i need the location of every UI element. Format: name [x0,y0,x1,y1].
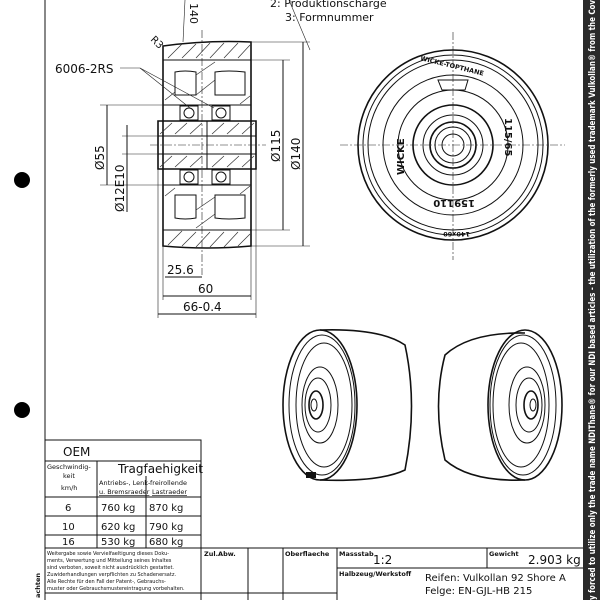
bearing-label: 6006-2RS [55,62,113,76]
face-view [340,32,565,260]
col-driven-1: Antriebs-, Lenk- [99,479,151,487]
col-free-2: Lastraeder [152,488,187,496]
massstab-value: 1:2 [373,553,392,567]
row-speed: 16 [62,537,75,548]
row-free: 790 kg [149,522,183,533]
dia-55-label: Ø55 [93,145,107,170]
iso-view-left [282,328,413,482]
zul-abw-label: Zul.Abw. [204,550,236,558]
notice-line: ments, Verwertung und Mitteilung seines … [47,558,172,564]
notice-line: sind verboten, soweit nicht ausdrücklich… [47,565,174,571]
werkstoff-label: Halbzeug/Werkstoff [339,570,412,578]
notice-banner-text: y forced to utilize only the trade name … [588,0,598,600]
dia-140-label: Ø140 [289,138,303,170]
title-block [45,547,583,600]
row-speed: 6 [65,503,71,514]
punch-hole [14,172,30,188]
row-driven: 760 kg [101,503,135,514]
dia-115-label: Ø115 [269,130,283,162]
notice-line: Weitergabe sowie Vervielfaeltigung diese… [47,551,169,557]
oberflaeche-label: Oberflaeche [285,550,330,558]
face-tire-size: 140x60 [443,230,470,238]
felge-value: Felge: EN-GJL-HB 215 [425,586,532,597]
reifen-value: Reifen: Vulkollan 92 Shore A [425,573,566,584]
side-fragment: achten [34,573,42,598]
notice-line: Alle Rechte für den Fall der Patent-, Ge… [47,579,166,585]
notice-line: muster oder Gebrauchsmustereintragung vo… [47,586,185,592]
table-title: OEM [63,445,90,459]
col-speed-2: keit [63,472,75,480]
dim-60-label: 60 [198,282,213,296]
dim-66-label: 66-0.4 [183,300,222,314]
row-free: 870 kg [149,503,183,514]
dia-12-label: Ø12E10 [113,164,127,212]
iso-view-right [437,329,563,481]
col-speed-3: km/h [61,484,77,492]
gewicht-label: Gewicht [489,550,519,558]
face-brand-left: WICKE [396,138,407,175]
gewicht-value: 2.903 kg [528,553,581,567]
col-capacity: Tragfaehigkeit [117,462,203,476]
punch-hole [14,402,30,418]
face-code: 159110 [433,197,475,208]
row-free: 680 kg [149,537,183,548]
legend-line-2: 2: Produktionscharge [270,0,387,10]
massstab-label: Massstab [339,550,374,558]
col-free-1: freirollende [150,479,187,487]
col-speed-1: Geschwindig- [47,463,91,471]
face-size: 115/65 [502,118,513,156]
col-driven-2: u. Bremsraeder [99,488,150,496]
notice-line: Zuwiderhandlungen verpflichten zu Schade… [47,572,176,578]
row-driven: 530 kg [101,537,135,548]
row-driven: 620 kg [101,522,135,533]
legend-line-3: 3: Formnummer [285,11,374,24]
dim-25-6-label: 25.6 [167,263,194,277]
row-speed: 10 [62,522,75,533]
dim-top-label: 140 [187,3,200,24]
section-view [100,0,311,318]
notice-banner [583,0,600,600]
